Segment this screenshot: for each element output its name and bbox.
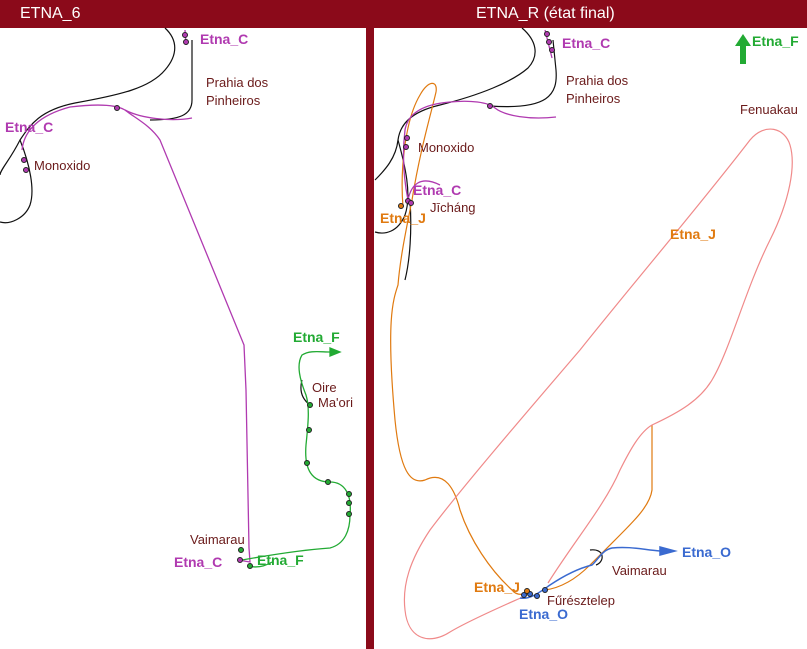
right-etna-o-route [519,546,678,600]
right-etna-f-arrow [735,34,751,64]
label-monoxido-left: Monoxido [34,158,90,173]
right-stations [398,31,555,599]
label-etna-o-bottom-right: Etna_O [519,606,568,622]
label-prahia-left: Prahia dos [206,75,269,90]
label-etna-c-mid-right: Etna_C [413,182,461,198]
label-furesztelep: Fűrésztelep [547,593,615,608]
label-etna-f-bottom-left: Etna_F [257,552,304,568]
left-stations [21,32,352,569]
panel-divider [366,28,374,649]
label-etna-c-bottom-left: Etna_C [174,554,222,570]
label-etna-f-left: Etna_F [293,329,340,345]
left-labels: Etna_C Prahia dos Pinheiros Etna_C Monox… [5,31,353,570]
label-etna-j-left-right: Etna_J [380,210,426,226]
label-etna-f-right: Etna_F [752,33,799,49]
header-bar [0,0,807,28]
label-etna-c-top-left: Etna_C [200,31,248,47]
label-vaimarau-right: Vaimarau [612,563,667,578]
label-monoxido-right: Monoxido [418,140,474,155]
label-jichang: Jīcháng [430,200,476,215]
label-pinheiros-left: Pinheiros [206,93,261,108]
right-labels: Etna_C Prahia dos Pinheiros Etna_F Fenua… [380,33,799,622]
label-pinheiros-right: Pinheiros [566,91,621,106]
label-etna-c-top-right: Etna_C [562,35,610,51]
left-panel-title: ETNA_6 [20,5,81,22]
left-etna-c-route [21,29,251,563]
label-etna-j-mid-right: Etna_J [670,226,716,242]
label-maori: Ma'ori [318,395,353,410]
label-vaimarau-left: Vaimarau [190,532,245,547]
right-etna-c-route [402,29,557,201]
right-etna-j-route [390,82,653,595]
label-fenuakau: Fenuakau [740,102,798,117]
label-etna-c-left: Etna_C [5,119,53,135]
label-etna-j-bottom-right: Etna_J [474,579,520,595]
label-etna-o-right: Etna_O [682,544,731,560]
label-prahia-right: Prahia dos [566,73,629,88]
right-panel-title: ETNA_R (état final) [476,5,615,22]
right-etna-j-extension [403,128,793,640]
label-oire: Oire [312,380,337,395]
